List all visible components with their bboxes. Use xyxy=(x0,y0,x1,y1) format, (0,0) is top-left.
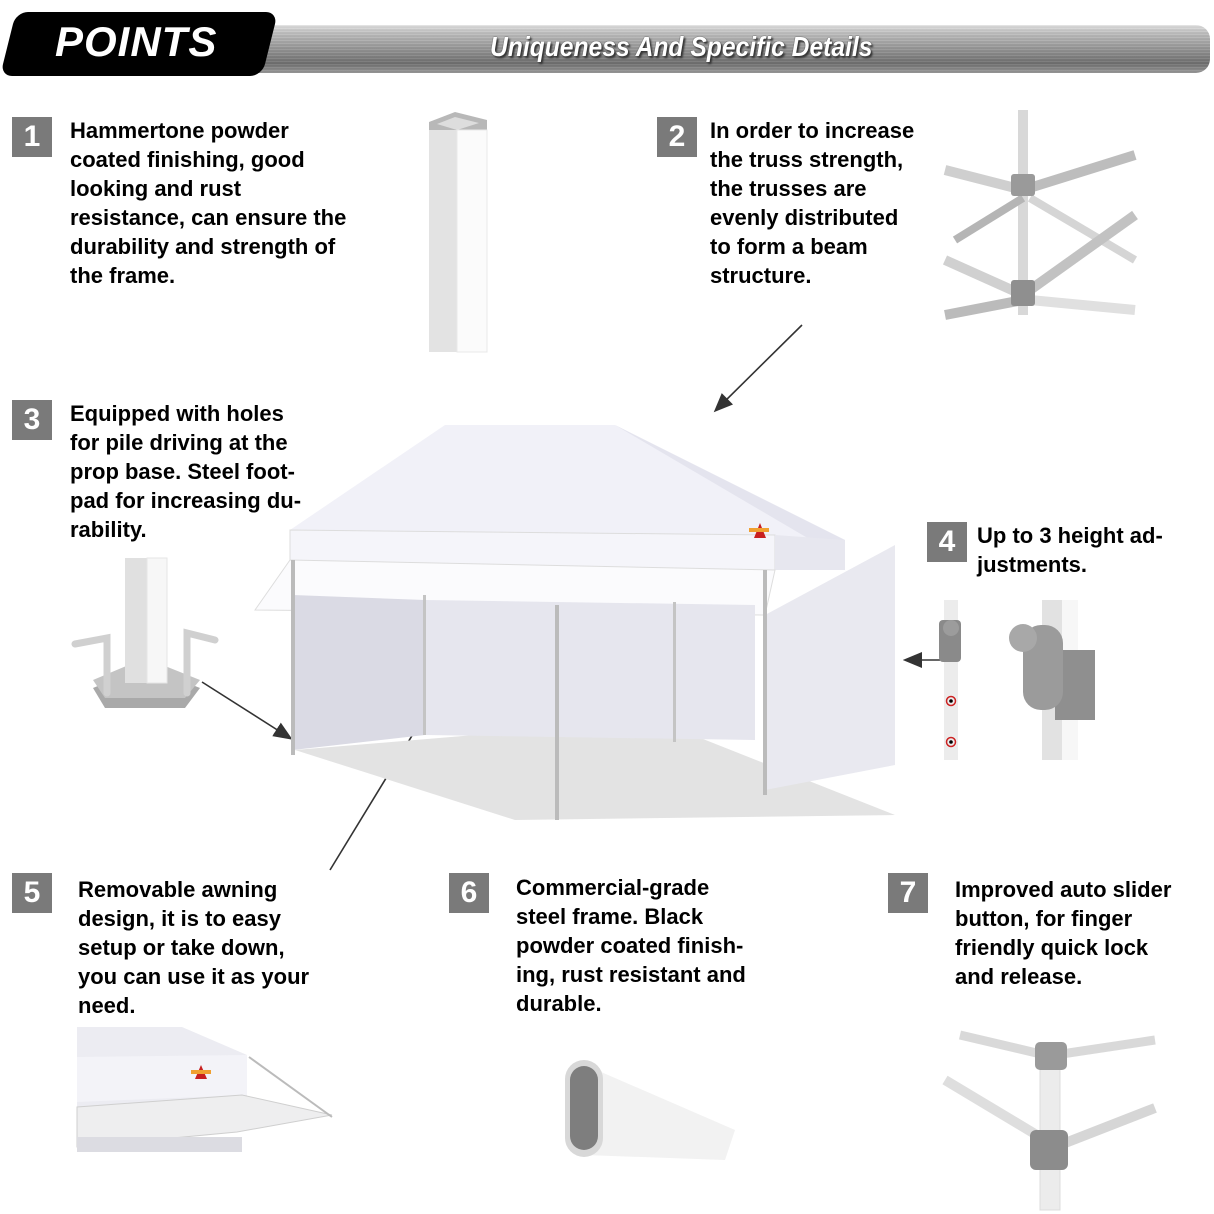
foot-pad-icon xyxy=(71,557,219,708)
header-title: POINTS xyxy=(55,18,218,65)
point-2-text: In order to increase the truss strength,… xyxy=(710,118,915,288)
point-5-badge: 5 xyxy=(12,873,52,913)
point-2-badge: 2 xyxy=(657,117,697,157)
canopy-tent-icon xyxy=(254,425,895,820)
header-bar xyxy=(230,25,1210,73)
height-adjuster-icon xyxy=(939,600,1095,760)
point-4-badge: 4 xyxy=(927,522,967,562)
point-5-text: Removable awning design, it is to easy s… xyxy=(78,877,310,1018)
point-3-badge: 3 xyxy=(12,400,52,440)
point-1-text: Hammertone powder coated finishing, good… xyxy=(70,118,347,288)
slider-button-icon xyxy=(942,1030,1157,1211)
point-6-badge: 6 xyxy=(449,873,489,913)
truss-joint-icon xyxy=(942,110,1138,320)
awning-icon xyxy=(76,1027,333,1152)
point-3-text: Equipped with holes for pile driving at … xyxy=(70,401,302,542)
point-7-text: Improved auto slider button, for finger … xyxy=(955,877,1172,989)
point-4-text: Up to 3 height ad- justments. xyxy=(977,523,1163,577)
point-6-text: Commercial-grade steel frame. Black powd… xyxy=(516,875,746,1016)
oval-tube-icon xyxy=(565,1060,735,1160)
square-pole-icon xyxy=(429,112,488,353)
point-7-badge: 7 xyxy=(888,873,928,913)
point-1-badge: 1 xyxy=(12,117,52,157)
header-subtitle: Uniqueness And Specific Details xyxy=(490,31,873,62)
